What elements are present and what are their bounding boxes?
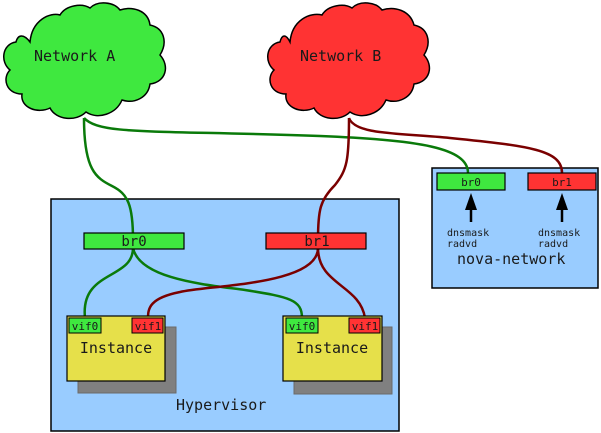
link-networkB-hv-br1: [316, 117, 351, 241]
nova-bridge-br1[interactable]: br1: [527, 172, 597, 191]
hv-br0-label: br0: [121, 234, 146, 250]
cloud-network-b: Network B: [267, 2, 431, 120]
nova-service-1-line2: radvd: [447, 239, 477, 250]
hv-br1-label: br1: [304, 234, 329, 250]
cloud-network-a: Network A: [3, 2, 167, 120]
nova-network-label: nova-network: [457, 250, 565, 268]
instance-1[interactable]: vif0 vif1 Instance: [66, 315, 177, 394]
link-networkA-hv-br0: [82, 117, 135, 241]
instance-2-vif1[interactable]: [348, 317, 381, 334]
nova-bridge-br0[interactable]: br0: [436, 172, 506, 191]
arrow-up-icon: [465, 193, 477, 222]
hv-bridge-br1[interactable]: br1: [265, 232, 367, 250]
network-a-label: Network A: [34, 47, 115, 65]
nova-br0-label: br0: [461, 176, 481, 189]
hypervisor-label: Hypervisor: [176, 396, 266, 414]
link-networkB-nova-br1: [347, 117, 564, 174]
nova-service-1-line1: dnsmask: [447, 228, 489, 239]
link-networkA-nova-br0: [83, 117, 470, 174]
arrow-up-icon: [556, 193, 568, 222]
instance-1-vif1-label: vif1: [135, 320, 162, 333]
hv-bridge-br0[interactable]: br0: [83, 232, 185, 250]
instance-1-vif0-label: vif0: [72, 320, 99, 333]
nova-br1-label: br1: [552, 176, 572, 189]
link-hv-br1-inst1-vif1: [146, 247, 320, 319]
instance-2-vif1-label: vif1: [352, 320, 379, 333]
instance-2-label: Instance: [296, 339, 368, 357]
instance-2-vif0[interactable]: [285, 317, 319, 334]
link-hv-br0-inst2-vif0: [131, 247, 304, 319]
instance-1-vif1[interactable]: [131, 317, 164, 334]
instance-1-vif0[interactable]: [68, 317, 102, 334]
instance-1-label: Instance: [80, 339, 152, 357]
link-hv-br0-inst1-vif0: [83, 247, 135, 319]
instance-2-vif0-label: vif0: [289, 320, 316, 333]
link-hv-br1-inst2-vif1: [316, 247, 367, 319]
network-b-label: Network B: [300, 47, 381, 65]
nova-service-2-line2: radvd: [538, 239, 568, 250]
nova-service-2-line1: dnsmask: [538, 228, 580, 239]
instance-2[interactable]: vif0 vif1 Instance: [282, 315, 393, 395]
